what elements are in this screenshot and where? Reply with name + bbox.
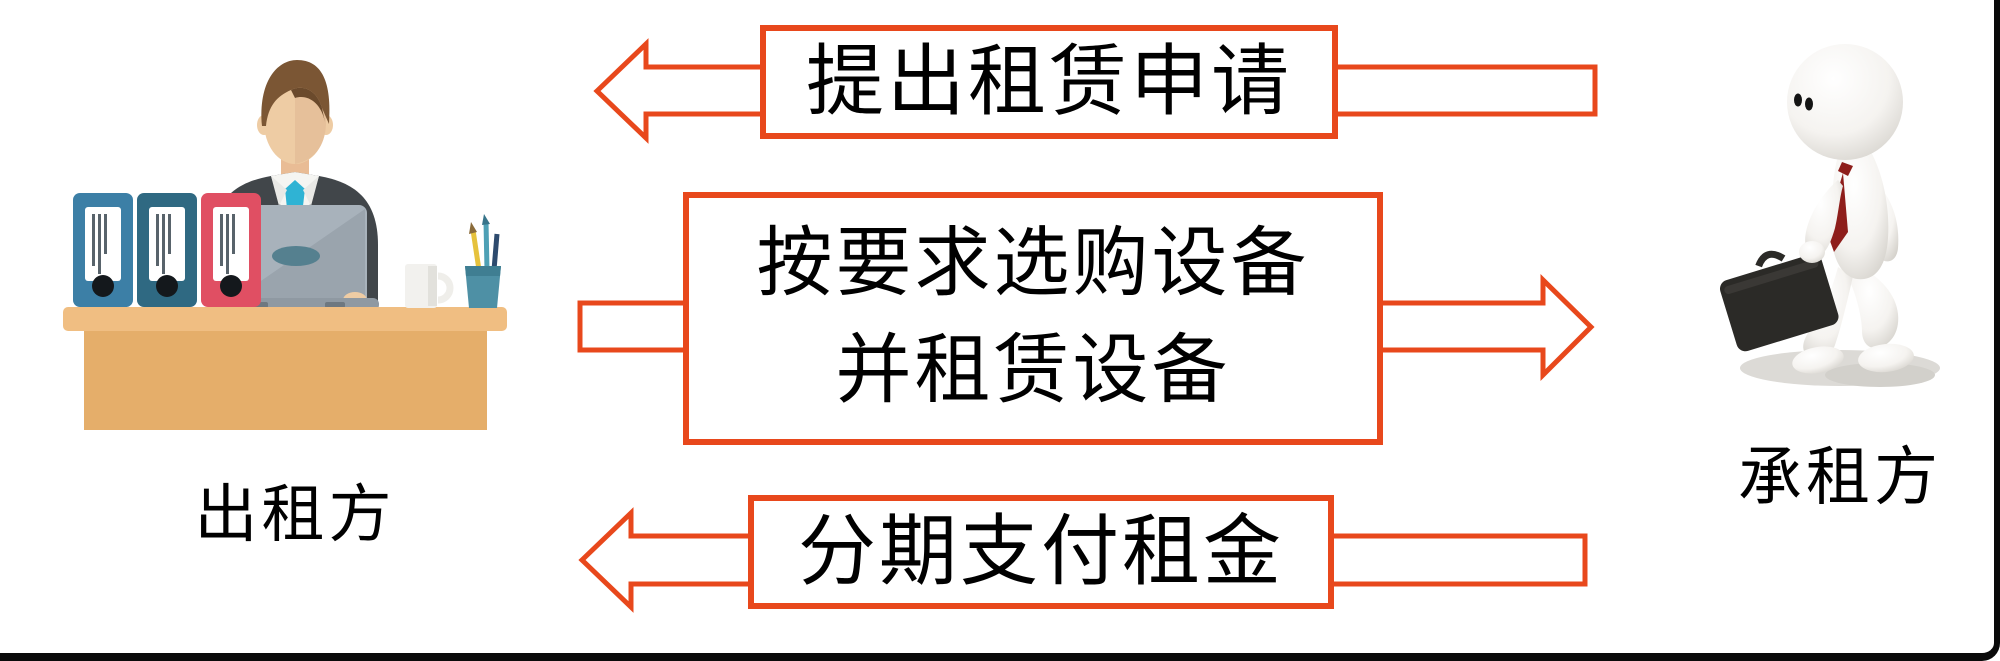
eye-icon — [1805, 97, 1813, 111]
eye-icon — [1794, 93, 1802, 107]
lessee-label: 承租方 — [1738, 442, 1942, 513]
mug-icon — [405, 264, 454, 308]
flow-label-rent: 分期支付租金 — [797, 508, 1284, 596]
flow-label-purchase-line1: 按要求选购设备 — [756, 222, 1310, 307]
briefcase-icon — [1719, 250, 1839, 352]
binders-icon — [73, 193, 261, 307]
lessor-illustration — [63, 60, 507, 430]
lessor-label: 出租方 — [194, 480, 396, 550]
flow-label-purchase-line2: 并租赁设备 — [835, 329, 1231, 414]
lessee-illustration — [1719, 44, 1940, 387]
walking-figure-icon — [1719, 44, 1940, 387]
flow-label-request: 提出租赁申请 — [805, 38, 1292, 126]
flow-box-rent: 分期支付租金 — [748, 495, 1334, 609]
desk-icon — [63, 307, 507, 430]
flow-box-purchase: 按要求选购设备 并租赁设备 — [683, 192, 1383, 445]
pen-holder-icon — [465, 214, 501, 308]
flow-box-request: 提出租赁申请 — [760, 25, 1338, 139]
